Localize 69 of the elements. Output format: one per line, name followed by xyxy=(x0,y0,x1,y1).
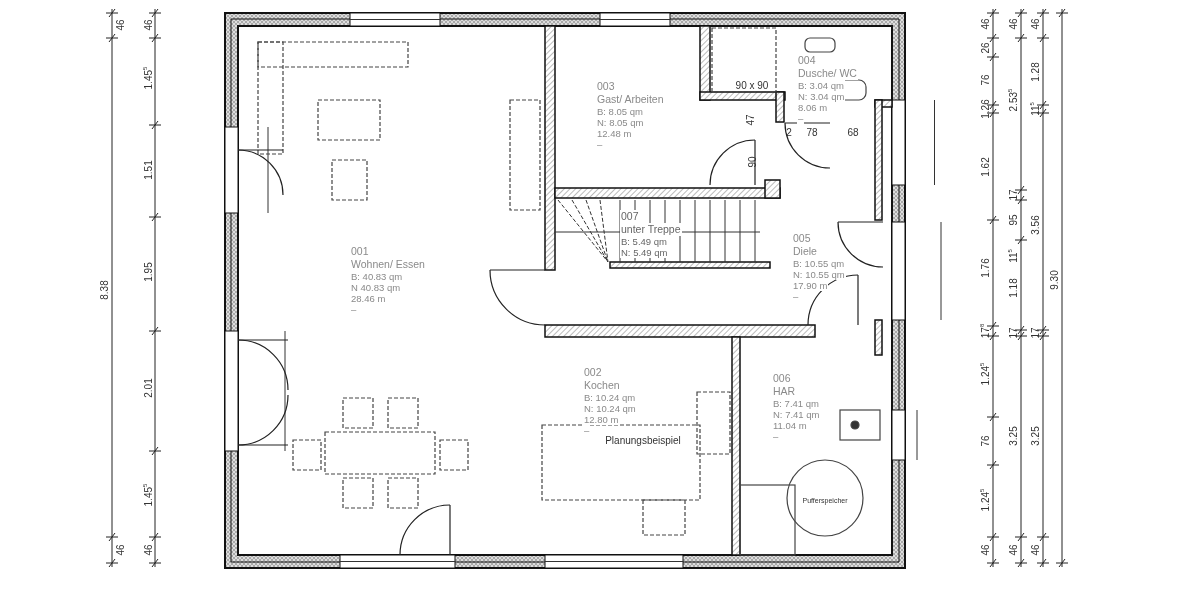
dimension-text: 46 xyxy=(1029,544,1041,556)
room-number: 007 xyxy=(620,210,640,223)
room-measure: B: 3.04 qm xyxy=(797,80,845,91)
dimension-text: 46 xyxy=(1007,544,1019,556)
dimension-text: 1.26 xyxy=(979,99,991,119)
room-name: HAR xyxy=(772,385,797,398)
room-name: Wohnen/ Essen xyxy=(350,258,426,271)
room-measure: 11.04 m xyxy=(772,420,808,431)
dimension-text: 47 xyxy=(744,114,756,126)
dimension-text: 8.38 xyxy=(98,280,110,300)
dimension-text: 26 xyxy=(979,42,991,54)
dimension-text: 46 xyxy=(114,544,126,556)
room-number: 002 xyxy=(583,366,603,379)
dimension-text: 46 xyxy=(142,544,154,556)
dimension-text: 17 xyxy=(1007,189,1019,201)
room-measure: 17.90 m xyxy=(792,280,829,291)
room-measure: N 40.83 qm xyxy=(350,282,402,293)
dimension-text: 3.25 xyxy=(1007,426,1019,446)
room-measure: N: 8.05 qm xyxy=(596,117,645,128)
room-measure: N: 5.49 qm xyxy=(620,247,669,258)
dimension-text: 46 xyxy=(979,18,991,30)
room-number: 006 xyxy=(772,372,792,385)
dimension-text: 1.62 xyxy=(979,157,991,177)
room-measure: N: 10.55 qm xyxy=(792,269,846,280)
room-measure: B: 40.83 qm xyxy=(350,271,404,282)
dimension-text: 17 xyxy=(1029,327,1041,339)
room-number: 003 xyxy=(596,80,616,93)
dimension-text: 3.56 xyxy=(1029,215,1041,235)
dimension-text: 2 xyxy=(786,126,792,138)
room-name: Dusche/ WC xyxy=(797,67,858,80)
dimension-text: 1.51 xyxy=(142,160,154,180)
room-name: Gast/ Arbeiten xyxy=(596,93,665,106)
room-name: unter Treppe xyxy=(620,223,682,236)
room-measure: B: 7.41 qm xyxy=(772,398,820,409)
plan-note: Planungsbeispiel xyxy=(605,434,681,446)
dimension-text: 1.18 xyxy=(1007,278,1019,298)
room-number: 004 xyxy=(797,54,817,67)
room-number: 005 xyxy=(792,232,812,245)
dimension-text: 46 xyxy=(979,544,991,556)
dimension-text: 46 xyxy=(114,19,126,31)
room-measure: B: 10.55 qm xyxy=(792,258,846,269)
dimension-text: 46 xyxy=(1007,18,1019,30)
dimension-text: 9.30 xyxy=(1048,270,1060,290)
dimension-text: 90 xyxy=(746,156,758,168)
room-measure: N: 10.24 qm xyxy=(583,403,637,414)
room-measure: B: 8.05 qm xyxy=(596,106,644,117)
dimension-text: 17 xyxy=(1007,327,1019,339)
room-name: Diele xyxy=(792,245,818,258)
dimension-text: 46 xyxy=(1029,18,1041,30)
dimension-text: 1.28 xyxy=(1029,62,1041,82)
dimension-text: 90 x 90 xyxy=(735,79,769,91)
dimension-text: 2.01 xyxy=(142,378,154,398)
dimension-text: 3.25 xyxy=(1029,426,1041,446)
dimension-text: 76 xyxy=(979,435,991,447)
room-measure: 12.48 m xyxy=(596,128,633,139)
dimension-text: 76 xyxy=(979,74,991,86)
room-number: 001 xyxy=(350,245,370,258)
dimension-text: 1.76 xyxy=(979,258,991,278)
room-measure: B: 5.49 qm xyxy=(620,236,668,247)
room-measure: N: 3.04 qm xyxy=(797,91,846,102)
dimension-text: 1.95 xyxy=(142,262,154,282)
room-measure: 28.46 m xyxy=(350,293,387,304)
room-measure: B: 10.24 qm xyxy=(583,392,637,403)
dimension-text: 95 xyxy=(1007,214,1019,226)
room-measure: 8.06 m xyxy=(797,102,829,113)
room-name: Kochen xyxy=(583,379,621,392)
room-measure: N: 7.41 qm xyxy=(772,409,821,420)
dimension-text: 46 xyxy=(142,19,154,31)
room-measure: 12.80 m xyxy=(583,414,620,425)
